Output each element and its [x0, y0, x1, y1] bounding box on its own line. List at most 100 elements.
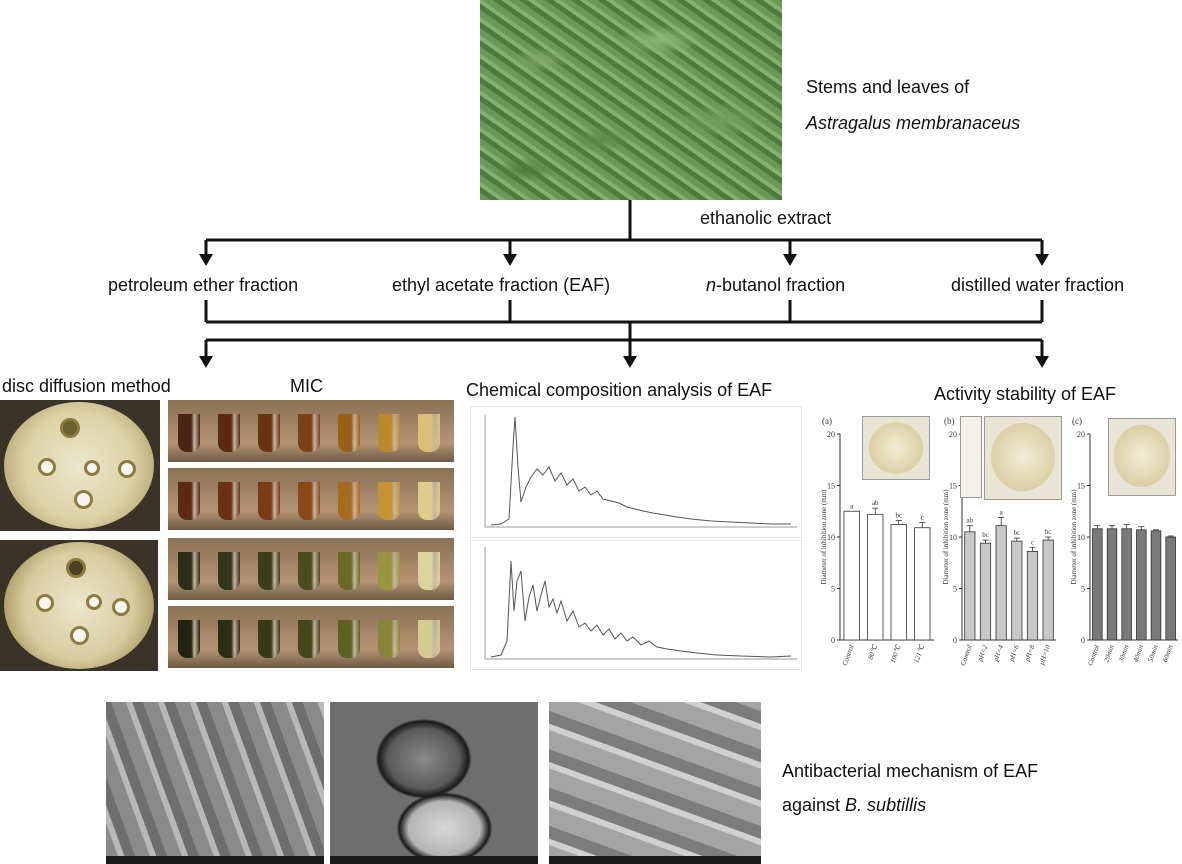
- significance-letter: ab: [967, 517, 974, 525]
- mic-tube: [378, 552, 400, 590]
- heading-activity-stability: Activity stability of EAF: [934, 384, 1117, 404]
- bar: [1150, 530, 1162, 641]
- y-tick-label: 15: [1077, 482, 1085, 491]
- y-tick-label: 5: [1081, 585, 1085, 594]
- y-tick-label: 15: [949, 482, 957, 491]
- y-tick-label: 0: [1081, 636, 1085, 645]
- sem-image-1: [106, 702, 324, 864]
- significance-letter: a: [1000, 508, 1004, 516]
- disc-plate-2: [0, 540, 158, 671]
- panel-label: (a): [822, 416, 832, 426]
- mic-tube: [378, 482, 400, 520]
- plant-photo: [480, 0, 782, 200]
- y-axis-label: Diameter of inhibition zone (mm): [820, 489, 828, 585]
- significance-letter: bc: [1045, 528, 1052, 536]
- mic-tube: [178, 414, 200, 452]
- bar: [1136, 529, 1147, 641]
- significance-letter: bc: [982, 531, 989, 539]
- mechanism-caption-prefix: against: [782, 795, 846, 815]
- mechanism-caption-line2: against B. subtillis: [782, 795, 926, 816]
- chromatogram-2: [470, 540, 802, 670]
- inset-photo-b-strip: [960, 416, 982, 498]
- mic-tube: [218, 414, 240, 452]
- plant-caption-line2: Astragalus membranaceus: [806, 113, 1021, 133]
- fraction-n-butanol-prefix: n: [706, 275, 717, 295]
- y-tick-label: 15: [827, 482, 835, 491]
- bar: [979, 542, 992, 641]
- fraction-n-butanol: n-butanol fraction: [706, 275, 845, 296]
- chromatogram-2-trace: [484, 547, 797, 660]
- mic-tube: [178, 552, 200, 590]
- chromatogram-1: [470, 406, 802, 538]
- category-label: pH=2: [976, 643, 990, 663]
- mic-tube: [218, 482, 240, 520]
- category-label: 60min: [1161, 643, 1175, 663]
- mic-tube: [338, 620, 360, 658]
- category-label: 30min: [1117, 643, 1131, 664]
- y-tick-label: 10: [1077, 533, 1085, 542]
- inset-photo-a: [862, 416, 930, 480]
- mic-tube: [258, 482, 280, 520]
- y-tick-label: 20: [827, 430, 835, 439]
- bar: [964, 531, 976, 641]
- bar: [995, 525, 1007, 641]
- disc-plate-1: [0, 400, 160, 531]
- bar: [1092, 528, 1103, 641]
- bar: [914, 527, 931, 641]
- mic-tube: [298, 414, 320, 452]
- category-label: 50min: [1146, 643, 1160, 663]
- mic-tube: [178, 482, 200, 520]
- category-label: Control: [1086, 644, 1101, 667]
- mic-tube: [258, 414, 280, 452]
- sem-image-2: [549, 702, 761, 864]
- mic-tube-row: [168, 538, 454, 600]
- mic-tube: [418, 414, 440, 452]
- y-tick-label: 20: [949, 430, 957, 439]
- mic-tube: [218, 552, 240, 590]
- bar: [1026, 551, 1039, 641]
- mic-tube: [418, 620, 440, 658]
- mic-tube: [178, 620, 200, 658]
- mic-tube: [298, 482, 320, 520]
- bar: [843, 510, 860, 641]
- inset-photo-c: [1108, 418, 1176, 496]
- category-label: Control: [959, 644, 974, 667]
- bar: [1121, 528, 1132, 641]
- panel-label: (c): [1072, 416, 1082, 426]
- bar: [1106, 528, 1118, 641]
- mic-tube: [418, 482, 440, 520]
- mic-tube: [418, 552, 440, 590]
- mic-tube-row: [168, 400, 454, 462]
- category-label: pH=10: [1037, 643, 1052, 666]
- category-label: 40min: [1132, 643, 1146, 663]
- inset-photo-b: [984, 416, 1062, 500]
- significance-letter: c: [1031, 538, 1034, 546]
- y-tick-label: 0: [953, 636, 957, 645]
- fraction-petroleum-ether: petroleum ether fraction: [108, 275, 299, 295]
- category-label: 100℃: [889, 643, 903, 664]
- category-label: Control: [841, 644, 856, 667]
- y-tick-label: 5: [953, 585, 957, 594]
- y-axis-label: Diameter of inhibition zone (mm): [1070, 489, 1078, 585]
- panel-label: (b): [944, 416, 955, 426]
- category-label: 80℃: [867, 643, 880, 661]
- heading-chemical-composition: Chemical composition analysis of EAF: [466, 380, 773, 400]
- mic-tube-row: [168, 606, 454, 668]
- bar: [890, 524, 907, 641]
- fraction-ethyl-acetate: ethyl acetate fraction (EAF): [392, 275, 611, 295]
- significance-letter: a: [850, 502, 854, 510]
- y-tick-label: 10: [827, 533, 835, 542]
- significance-letter: c: [921, 514, 924, 522]
- extract-label: ethanolic extract: [700, 208, 832, 228]
- significance-letter: bc: [1014, 529, 1021, 537]
- category-label: pH=4: [991, 643, 1005, 663]
- mic-tube: [338, 482, 360, 520]
- mic-tube-row: [168, 468, 454, 530]
- chromatogram-1-trace: [484, 415, 797, 528]
- category-label: 121℃: [912, 643, 926, 664]
- mic-tube: [258, 620, 280, 658]
